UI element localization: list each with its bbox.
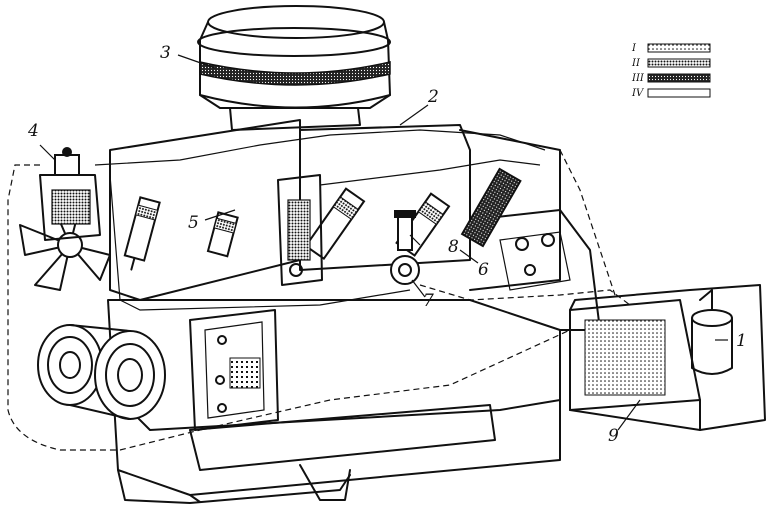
- legend-item-3: III: [631, 73, 711, 84]
- injection-pump: [277, 174, 323, 286]
- legend-label: III: [631, 73, 645, 84]
- legend-label: II: [631, 58, 641, 69]
- legend-item-2: II: [631, 58, 711, 69]
- callout-9: 9: [608, 426, 619, 446]
- callout-leaders: [39, 54, 728, 431]
- legend-item-4: IV: [631, 88, 711, 99]
- legend: I II III IV: [631, 43, 711, 99]
- legend-item-1: I: [631, 43, 711, 54]
- callout-3: 3: [160, 43, 171, 63]
- callout-8: 8: [448, 237, 459, 257]
- air-filter: [197, 5, 391, 131]
- callout-4: 4: [27, 121, 39, 141]
- callout-5: 5: [188, 213, 199, 233]
- fuel-tank: [569, 284, 766, 431]
- callout-7: 7: [423, 291, 434, 311]
- callout-6: 6: [478, 260, 489, 280]
- fuel-lines: [7, 129, 631, 451]
- fine-fuel-filter: [39, 147, 101, 241]
- fuel-injectors: [123, 167, 522, 271]
- callout-1: 1: [736, 331, 747, 351]
- callout-2: 2: [427, 87, 439, 107]
- fuel-supply-pump: [390, 210, 420, 285]
- engine-block: [107, 119, 601, 504]
- crankshaft-pulleys: [37, 324, 166, 420]
- legend-label: IV: [631, 88, 645, 99]
- coarse-fuel-filter: [691, 289, 733, 375]
- legend-label: I: [631, 43, 637, 54]
